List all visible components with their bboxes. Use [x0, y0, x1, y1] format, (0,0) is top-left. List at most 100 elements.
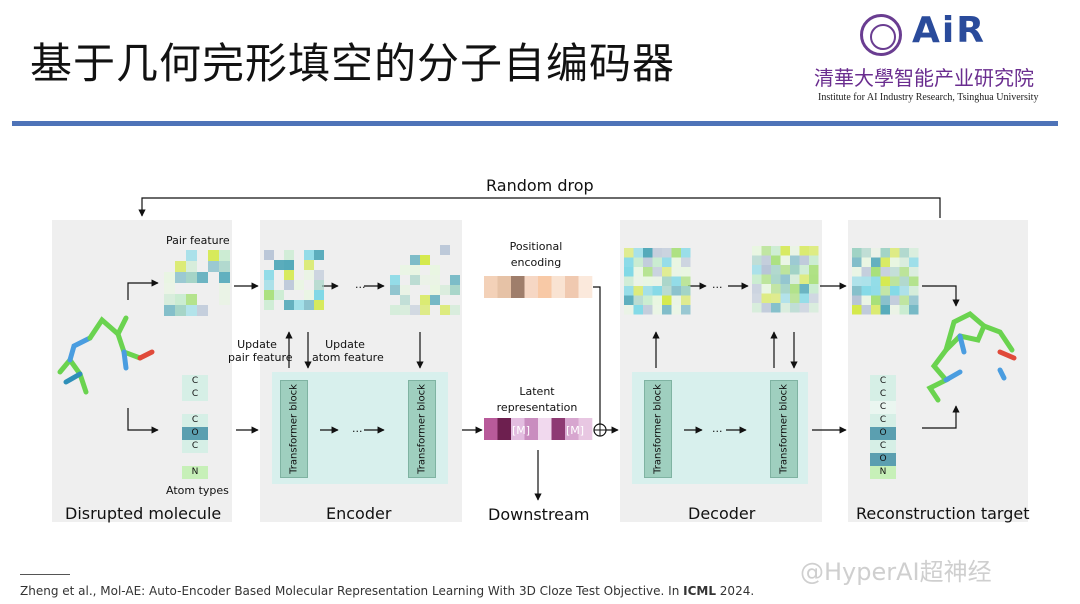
- grid-cell: [284, 280, 294, 290]
- grid-cell: [164, 272, 175, 283]
- grid-cell: [400, 285, 410, 295]
- disrupted-molecule-icon: [57, 315, 155, 395]
- atom-type-cell: O: [870, 453, 896, 466]
- grid-cell: [861, 276, 871, 286]
- grid-cell: [410, 255, 420, 265]
- positional-label-line2: encoding: [510, 256, 562, 269]
- grid-cell: [175, 305, 186, 316]
- strip-cell: [551, 276, 566, 298]
- footnote-venue: ICML: [683, 584, 716, 598]
- grid-cell: [440, 285, 450, 295]
- latent-label-line1: Latent: [519, 385, 555, 398]
- atom-type-cell: C: [870, 388, 896, 401]
- institute-name-cn: 清華大學智能产业研究院: [814, 66, 1034, 90]
- update-atom-label-line1: Update: [325, 338, 365, 351]
- grid-cell: [304, 260, 314, 270]
- grid-cell: [264, 270, 274, 280]
- grid-cell: [890, 248, 900, 258]
- grid-cell: [771, 284, 781, 294]
- grid-cell: [761, 265, 771, 275]
- grid-cell: [652, 286, 662, 296]
- grid-cell: [304, 290, 314, 300]
- grid-cell: [899, 257, 909, 267]
- strip-cell: [565, 418, 579, 440]
- grid-cell: [304, 250, 314, 260]
- grid-cell: [799, 274, 809, 284]
- latent-label-line2: representation: [496, 401, 578, 414]
- grid-cell: [871, 286, 881, 296]
- update-pair-feature-label: Update pair feature: [228, 338, 293, 364]
- footnote: Zheng et al., Mol-AE: Auto-Encoder Based…: [20, 584, 754, 598]
- grid-cell: [450, 275, 460, 285]
- strip-cell: [497, 418, 512, 440]
- mask-token: [M]: [512, 424, 531, 437]
- grid-cell: [681, 286, 691, 296]
- grid-cell: [643, 276, 653, 286]
- grid-cell: [780, 293, 790, 303]
- grid-cell: [771, 303, 781, 313]
- sum-plus-icon: [594, 424, 606, 436]
- grid-cell: [624, 305, 634, 315]
- encoder-transformer-block-2: Transformer block: [408, 380, 436, 478]
- ellipsis: ...: [352, 422, 363, 435]
- grid-cell: [909, 305, 919, 315]
- watermark: @HyperAI超神经: [800, 558, 992, 586]
- strip-cell: [565, 276, 579, 298]
- grid-cell: [852, 248, 862, 258]
- grid-cell: [420, 255, 430, 265]
- grid-cell: [662, 305, 672, 315]
- grid-cell: [662, 257, 672, 267]
- latent-representation-strip: [484, 418, 593, 440]
- grid-cell: [761, 284, 771, 294]
- grid-cell: [681, 257, 691, 267]
- atom-type-cell: C: [182, 414, 208, 427]
- grid-cell: [284, 260, 294, 270]
- grid-cell: [880, 248, 890, 258]
- grid-cell: [219, 250, 230, 261]
- grid-cell: [662, 248, 672, 258]
- grid-cell: [314, 280, 324, 290]
- grid-cell: [880, 276, 890, 286]
- grid-cell: [671, 295, 681, 305]
- grid-cell: [197, 272, 208, 283]
- grid-cell: [624, 267, 634, 277]
- mol-to-pair-arrow: [127, 279, 159, 300]
- grid-cell: [909, 295, 919, 305]
- grid-cell: [652, 267, 662, 277]
- atom-type-cell: N: [870, 466, 896, 479]
- ellipsis: ...: [712, 278, 723, 291]
- grid-cell: [284, 300, 294, 310]
- grid-cell: [671, 286, 681, 296]
- update-atom-label-line2: atom feature: [312, 351, 384, 364]
- grid-cell: [633, 286, 643, 296]
- grid-cell: [780, 265, 790, 275]
- grid-cell: [809, 303, 819, 313]
- grid-cell: [264, 300, 274, 310]
- grid-cell: [761, 274, 771, 284]
- strip-cell: [551, 418, 566, 440]
- grid-cell: [430, 285, 440, 295]
- grid-cell: [799, 265, 809, 275]
- grid-cell: [662, 295, 672, 305]
- atom-type-cell: C: [182, 375, 208, 388]
- grid-cell: [643, 248, 653, 258]
- grid-cell: [799, 255, 809, 265]
- grid-cell: [450, 305, 460, 315]
- positional-to-sum-line: [593, 286, 601, 424]
- strip-cell: [484, 276, 498, 298]
- grid-cell: [861, 248, 871, 258]
- grid-cell: [208, 250, 219, 261]
- grid-cell: [861, 257, 871, 267]
- grid-cell: [809, 274, 819, 284]
- grid-cell: [771, 274, 781, 284]
- grid-cell: [450, 285, 460, 295]
- grid-cell: [175, 261, 186, 272]
- grid-cell: [274, 260, 284, 270]
- header-divider: [12, 121, 1058, 126]
- atom-type-cell: C: [870, 440, 896, 453]
- grid-cell: [440, 245, 450, 255]
- atom-type-cell: [182, 401, 208, 414]
- grid-cell: [186, 272, 197, 283]
